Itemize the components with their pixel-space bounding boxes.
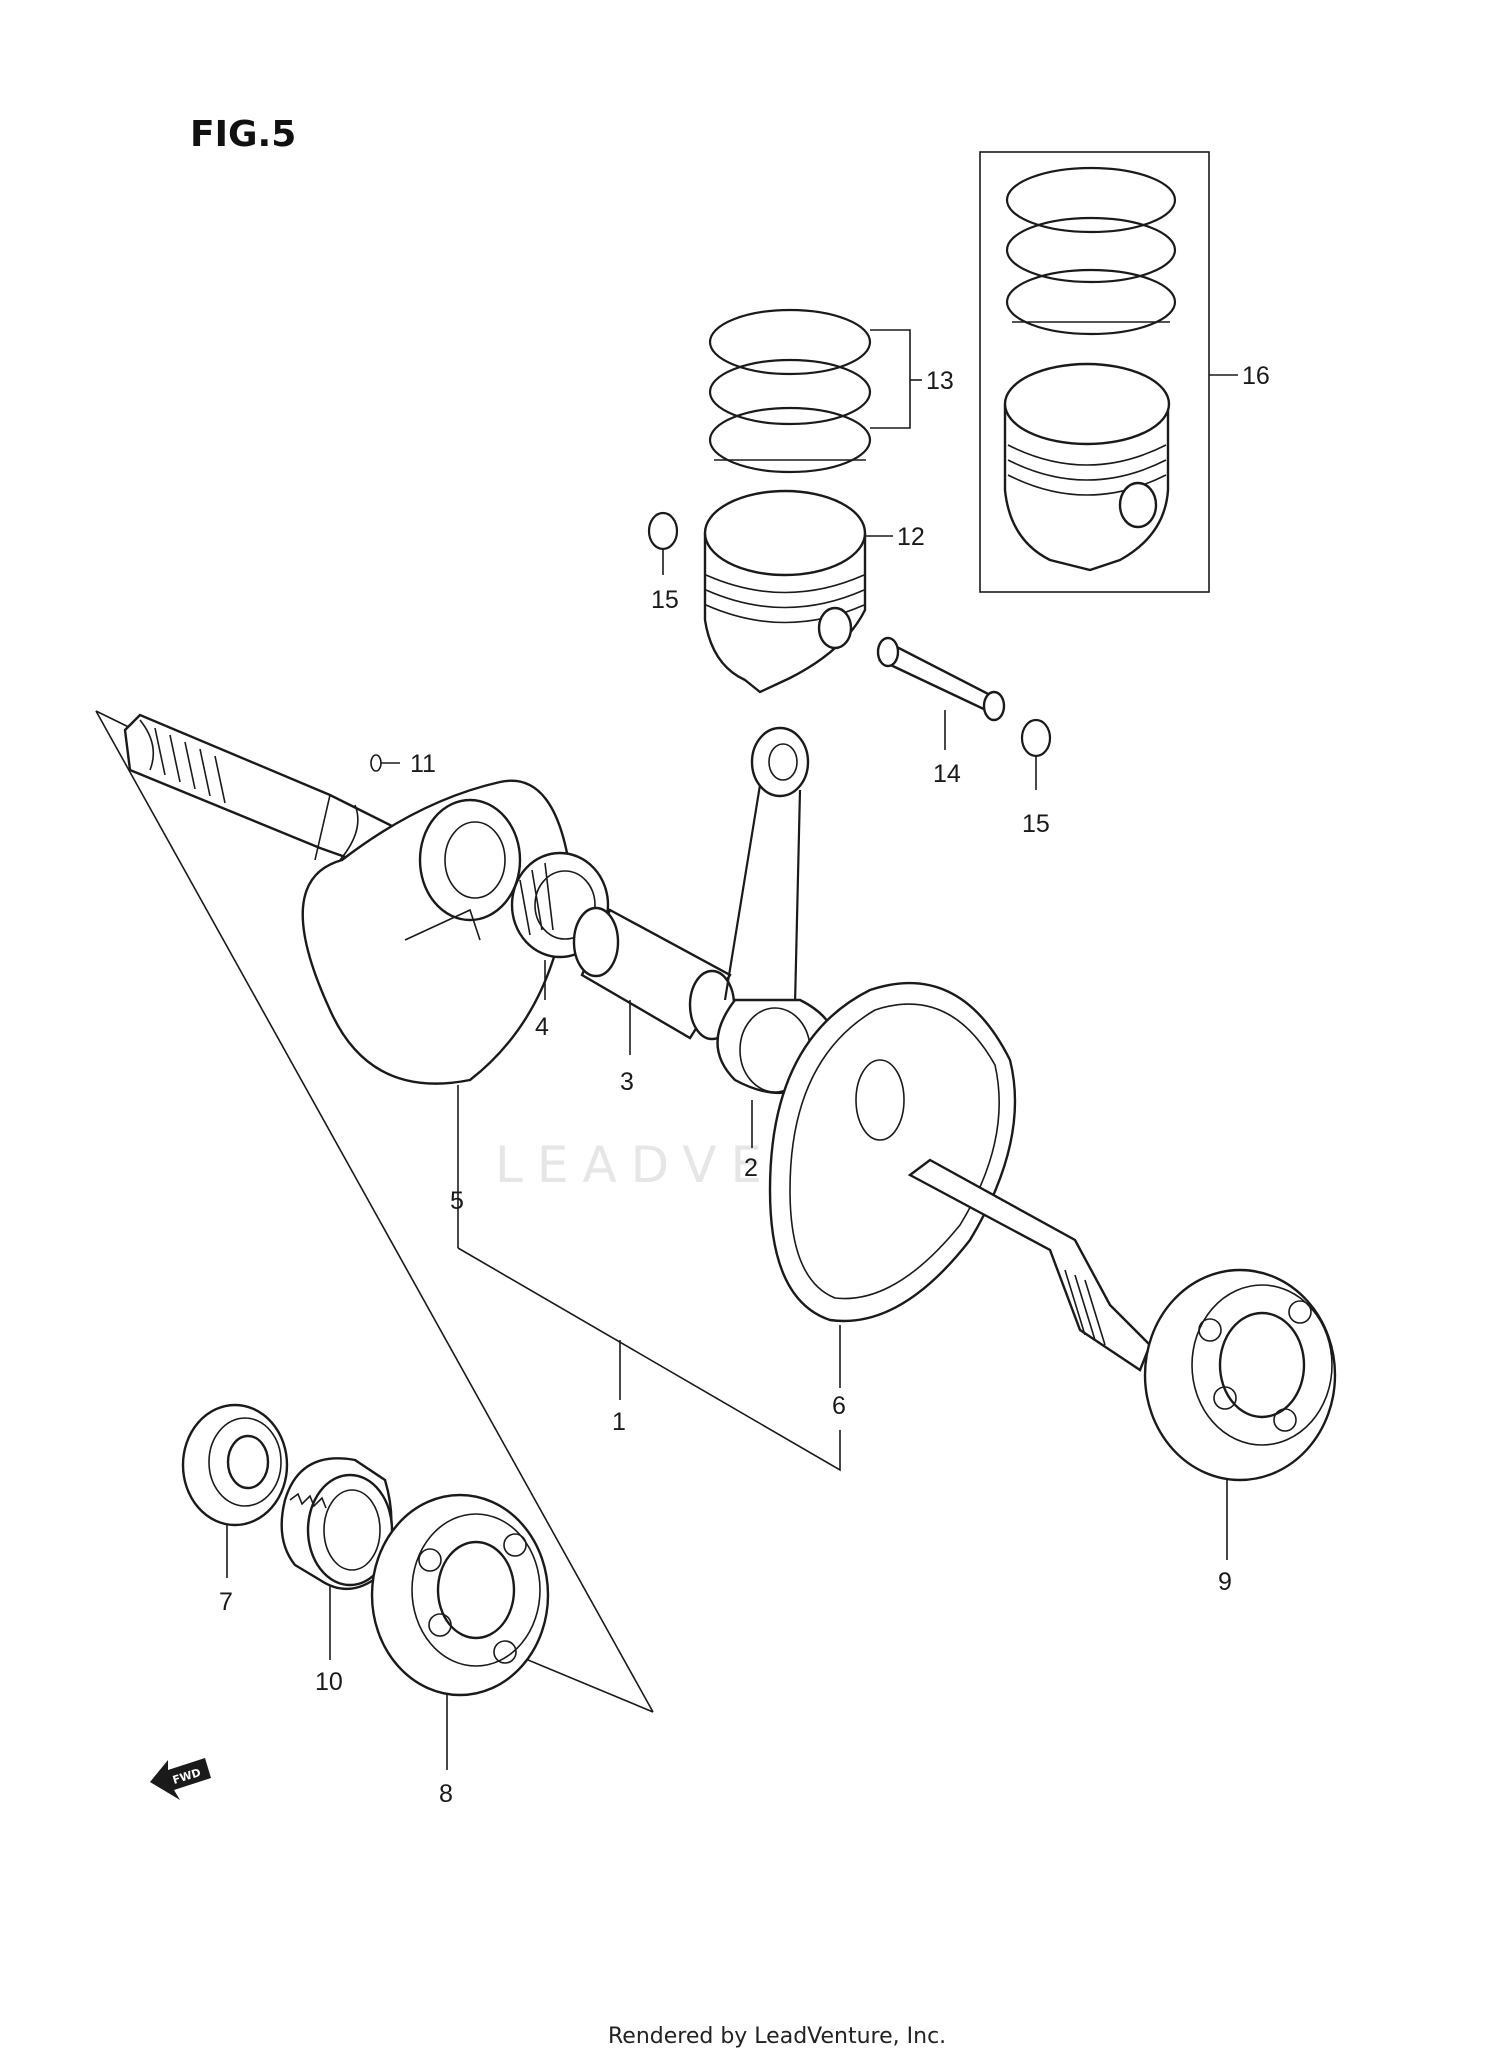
crank-shaft-right	[768, 981, 1152, 1372]
callout-7: 7	[219, 1588, 233, 1616]
callout-6: 6	[832, 1392, 846, 1420]
bracket-1	[457, 1247, 841, 1472]
callout-15-right: 15	[1022, 810, 1050, 838]
callout-14: 14	[933, 760, 961, 788]
piston-kit-piston	[1003, 362, 1171, 572]
piston-pin	[876, 636, 1006, 722]
figure-title: FIG.5	[190, 114, 296, 155]
bracket-13	[870, 329, 911, 429]
callout-13: 13	[926, 367, 954, 395]
callout-11: 11	[410, 750, 436, 778]
assembly-line-a	[95, 710, 654, 1713]
crank-shaft-left	[123, 713, 572, 1085]
piston-kit-box	[979, 151, 1210, 593]
circlip-right	[1020, 718, 1052, 758]
piston	[703, 489, 867, 694]
callout-12: 12	[897, 523, 925, 551]
callout-9: 9	[1218, 1568, 1232, 1596]
callout-8: 8	[439, 1780, 453, 1808]
callout-10: 10	[315, 1668, 343, 1696]
callout-5: 5	[450, 1187, 464, 1215]
piston-rings	[708, 308, 872, 474]
footer-credit: Rendered by LeadVenture, Inc.	[608, 2024, 946, 2049]
key-part	[370, 754, 382, 772]
crank-pin	[572, 906, 736, 1041]
piston-kit-rings	[1005, 166, 1177, 336]
callout-1: 1	[612, 1408, 626, 1436]
callout-4: 4	[535, 1013, 549, 1041]
bearing-small	[181, 1403, 289, 1527]
bearing-large	[370, 1493, 550, 1697]
callout-15-left: 15	[651, 586, 679, 614]
callout-3: 3	[620, 1068, 634, 1096]
forward-arrow-icon: FWD	[150, 1758, 211, 1800]
callout-2: 2	[744, 1154, 758, 1182]
gear-collar	[280, 1457, 394, 1591]
callout-16: 16	[1242, 362, 1270, 390]
bearing-right	[1143, 1268, 1337, 1482]
circlip-left	[647, 511, 679, 551]
